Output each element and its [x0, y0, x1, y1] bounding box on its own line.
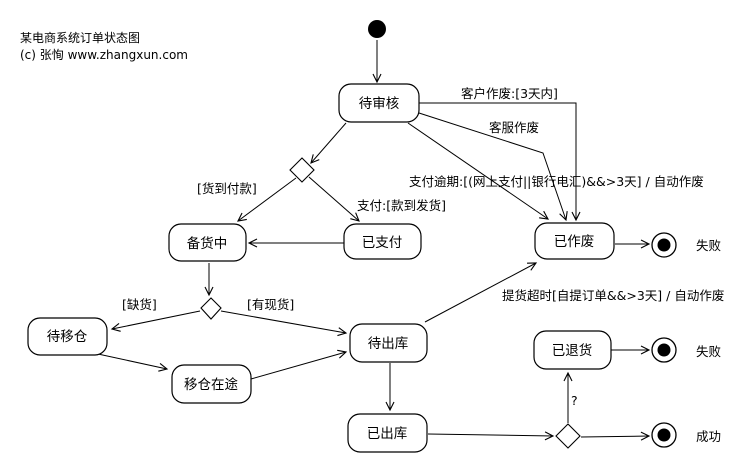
- final-fail-middle-inner: [657, 343, 671, 357]
- state-outbound-done-label: 已出库: [367, 426, 408, 442]
- label-payment-overdue: 支付逾期:[(网上支付||银行电汇)&&>3天] / 自动作废: [409, 174, 704, 189]
- label-pickup-timeout: 提货超时[自提订单&&>3天] / 自动作废: [502, 288, 724, 303]
- edge-choice3-to-success: [580, 431, 651, 441]
- state-pending-review-label: 待审核: [359, 96, 400, 112]
- final-success-inner: [657, 428, 671, 442]
- state-await-outbound: 待出库: [349, 323, 428, 363]
- label-fail-middle: 失败: [696, 344, 722, 359]
- label-service-cancel: 客服作废: [489, 120, 539, 135]
- state-returned: 已退货: [533, 330, 612, 370]
- initial-state: [368, 20, 386, 38]
- label-out-of-stock: [缺货]: [122, 297, 157, 312]
- state-outbound-done: 已出库: [347, 413, 428, 453]
- state-outbound-done-shape: [347, 413, 428, 453]
- edge-pending-review-to-choice1: [310, 122, 347, 164]
- state-returned-label: 已退货: [552, 342, 593, 359]
- state-await-relocation-shape: [27, 317, 108, 356]
- state-await-outbound-label: 待出库: [368, 336, 409, 352]
- state-paid: 已支付: [343, 223, 422, 260]
- edge-choice2-to-await-relocation: [110, 310, 201, 332]
- state-cancelled-label: 已作废: [554, 234, 595, 250]
- label-unknown-condition: ?: [571, 393, 578, 408]
- state-preparing-shape: [168, 223, 247, 262]
- label-cash-on-delivery: [货到付款]: [197, 181, 257, 196]
- label-pay: 支付:[款到发货]: [357, 198, 446, 213]
- state-relocation-in-transit-shape: [171, 364, 252, 404]
- diagram-copyright: (c) 张恂 www.zhangxun.com: [20, 48, 188, 62]
- choice-diamond-payment-type: [289, 157, 315, 183]
- state-cancelled: 已作废: [534, 222, 615, 260]
- edge-choice1-to-paid: [308, 176, 360, 222]
- edge-service-cancel: [418, 112, 568, 222]
- state-paid-shape: [343, 223, 422, 260]
- choice-diamond-delivery-result: [555, 423, 581, 449]
- state-preparing-label: 备货中: [187, 235, 228, 252]
- state-paid-label: 已支付: [362, 235, 403, 251]
- state-pending-review-shape: [338, 83, 420, 123]
- final-fail-top-inner: [657, 238, 671, 252]
- label-customer-cancel: 客户作废:[3天内]: [461, 86, 558, 101]
- edge-payment-overdue: [407, 122, 550, 220]
- edge-choice1-to-preparing: [237, 177, 297, 222]
- edge-customer-cancel: [419, 102, 581, 222]
- state-preparing: 备货中: [168, 223, 247, 262]
- state-await-relocation: 待移仓: [27, 317, 108, 356]
- state-await-outbound-shape: [349, 323, 428, 363]
- final-state-fail-top: [651, 232, 677, 258]
- label-fail-top: 失败: [696, 238, 722, 253]
- edge-outbound-to-choice3: [427, 431, 555, 441]
- edge-pickup-timeout: [424, 262, 538, 323]
- diagram-title: 某电商系统订单状态图: [20, 30, 140, 45]
- edge-await-relocation-to-transit: [97, 353, 169, 372]
- state-cancelled-shape: [534, 222, 615, 260]
- edge-choice2-to-await-outbound: [220, 310, 348, 337]
- choice-diamond-stock: [200, 297, 222, 320]
- label-success: 成功: [696, 429, 721, 444]
- state-returned-shape: [533, 330, 612, 370]
- final-state-fail-middle: [651, 337, 677, 363]
- state-relocation-in-transit-label: 移仓在途: [184, 376, 238, 393]
- state-pending-review: 待审核: [338, 83, 420, 123]
- edge-transit-to-await-outbound: [250, 349, 348, 380]
- state-relocation-in-transit: 移仓在途: [171, 364, 252, 404]
- state-await-relocation-label: 待移仓: [47, 329, 88, 345]
- label-in-stock: [有现货]: [247, 297, 294, 312]
- final-state-success: [651, 422, 677, 448]
